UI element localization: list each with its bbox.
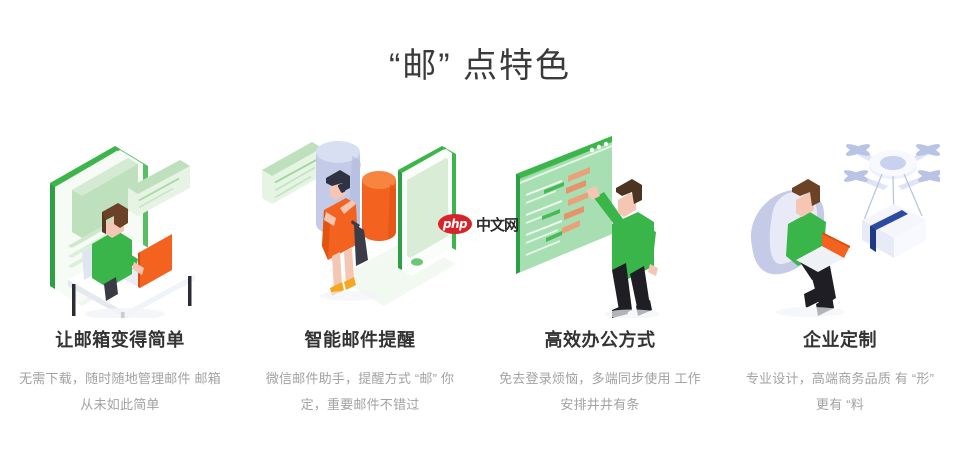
illustration-man-at-email-panel xyxy=(500,128,700,318)
page-title: “邮” 点特色 xyxy=(388,47,572,85)
feature-card-1: 让邮箱变得简单 无需下载，随时随地管理邮件 邮箱从未如此简单 xyxy=(0,128,240,418)
feature-columns: 让邮箱变得简单 无需下载，随时随地管理邮件 邮箱从未如此简单 xyxy=(0,128,960,418)
feature-card-3: 高效办公方式 免去登录烦恼，多端同步使用 工作安排井井有条 xyxy=(480,128,720,418)
feature-card-4: 企业定制 专业设计，高端商务品质 有 “形” 更有 “料 xyxy=(720,128,960,418)
feature-description: 免去登录烦恼，多端同步使用 工作安排井井有条 xyxy=(499,371,701,412)
illustration-beanbag-and-drone xyxy=(740,128,940,318)
feature-description: 无需下载，随时随地管理邮件 邮箱从未如此简单 xyxy=(19,371,221,412)
feature-title: 智能邮件提醒 xyxy=(304,330,416,350)
feature-description: 专业设计，高端商务品质 有 “形” 更有 “料 xyxy=(745,371,935,412)
illustration-woman-with-phone xyxy=(260,128,460,318)
drone-graphic xyxy=(843,144,940,258)
feature-title: 让邮箱变得简单 xyxy=(55,330,185,350)
feature-description: 微信邮件助手，提醒方式 “邮” 你定，重要邮件不错过 xyxy=(265,371,455,412)
feature-title: 高效办公方式 xyxy=(544,330,656,350)
feature-title: 企业定制 xyxy=(803,330,877,350)
illustration-person-at-desk xyxy=(20,128,220,318)
feature-card-2: 智能邮件提醒 微信邮件助手，提醒方式 “邮” 你定，重要邮件不错过 xyxy=(240,128,480,418)
